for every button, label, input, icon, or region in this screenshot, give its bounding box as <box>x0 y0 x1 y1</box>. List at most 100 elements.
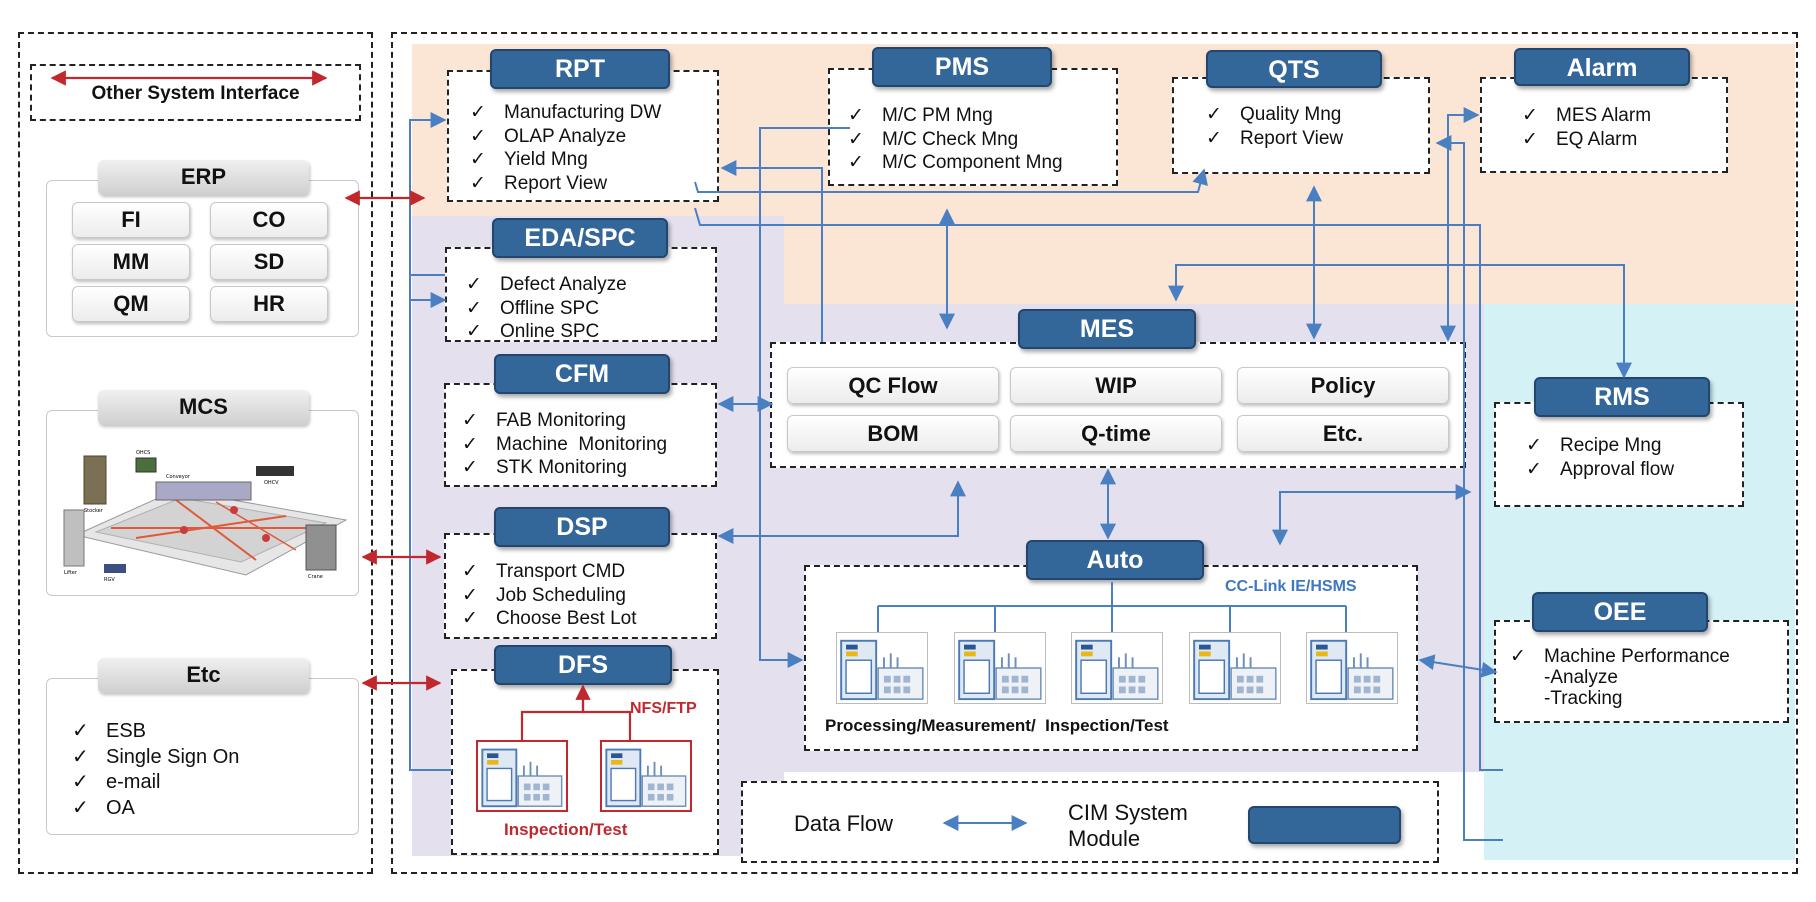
etc-panel <box>46 678 359 835</box>
mes-function: QC Flow <box>787 367 999 404</box>
check-icon: ✓ <box>462 456 478 478</box>
cfm-item: ✓FAB Monitoring <box>462 409 626 431</box>
cfm-box <box>444 383 717 487</box>
rgv-icon <box>104 564 126 573</box>
check-icon: ✓ <box>72 794 89 819</box>
alarm-title: Alarm <box>1514 48 1690 86</box>
auto-oee-flow <box>1418 654 1498 678</box>
pms-item: ✓M/C Check Mng <box>848 127 1019 150</box>
oee-subitem: -Analyze <box>1544 667 1618 688</box>
etc-item: ✓OA <box>72 794 135 819</box>
check-icon: ✓ <box>1522 104 1538 126</box>
mcs-label: OHCV <box>264 480 279 486</box>
check-icon: ✓ <box>1526 434 1542 456</box>
dsp-item: ✓Transport CMD <box>462 560 626 582</box>
rpt-item: ✓Yield Mng <box>470 148 588 170</box>
rms-list: ✓Recipe Mng ✓Approval flow <box>1526 434 1674 481</box>
dfs-machine-icon <box>600 740 692 812</box>
erp-title: ERP <box>98 160 309 195</box>
cfm-list: ✓FAB Monitoring ✓Machine Monitoring ✓STK… <box>462 409 667 480</box>
cfm-item: ✓STK Monitoring <box>462 456 627 478</box>
check-icon: ✓ <box>466 273 482 295</box>
qts-item: ✓Quality Mng <box>1206 103 1342 125</box>
etc-title: Etc <box>98 658 309 693</box>
check-icon: ✓ <box>848 104 864 126</box>
alarm-item: ✓EQ Alarm <box>1522 127 1638 150</box>
dfs-internal-bus <box>520 688 632 740</box>
rms-item: ✓Approval flow <box>1526 457 1675 480</box>
mcs-label: Crane <box>308 574 323 580</box>
conveyor-icon <box>155 481 252 501</box>
equipment-icon <box>1071 632 1163 704</box>
pms-item: ✓M/C Component Mng <box>848 151 1063 173</box>
oee-item: ✓Machine Performance <box>1510 645 1730 668</box>
check-icon: ✓ <box>848 151 864 173</box>
auto-rms-flow <box>1272 484 1472 546</box>
ohcs-icon <box>135 457 157 473</box>
legend-cim-module-label: CIM System Module <box>1068 800 1188 852</box>
mes-function: BOM <box>787 415 999 452</box>
auto-bus <box>877 582 1347 632</box>
dsp-item: ✓Job Scheduling <box>462 583 626 606</box>
check-icon: ✓ <box>470 171 486 194</box>
alarm-item: ✓MES Alarm <box>1522 104 1652 126</box>
eda-spc-item: ✓Defect Analyze <box>466 273 627 295</box>
oee-list: ✓Machine Performance -Analyze -Tracking <box>1510 645 1730 710</box>
mes-alarm-flow <box>1440 107 1480 342</box>
dfs-protocol: NFS/FTP <box>630 700 697 717</box>
crane-icon <box>305 524 337 571</box>
check-icon: ✓ <box>462 560 478 582</box>
pms-title: PMS <box>872 47 1052 87</box>
rms-item: ✓Recipe Mng <box>1526 434 1662 456</box>
erp-module: FI <box>72 202 190 238</box>
oee-subitem: -Tracking <box>1544 688 1623 709</box>
cfm-item: ✓Machine Monitoring <box>462 432 668 455</box>
auto-title: Auto <box>1026 540 1204 580</box>
mcs-title: MCS <box>98 390 309 425</box>
pms-auto-flow <box>759 127 850 668</box>
dsp-list: ✓Transport CMD ✓Job Scheduling ✓Choose B… <box>462 560 636 631</box>
legend-data-flow-label: Data Flow <box>794 811 894 836</box>
check-icon: ✓ <box>462 583 478 606</box>
dsp-mes-flow <box>717 480 966 544</box>
eda-spc-item: ✓Offline SPC <box>466 296 599 319</box>
mes-function: Q-time <box>1010 415 1222 452</box>
legend-cim-module-line2: Module <box>1068 826 1141 851</box>
equipment-icon <box>954 632 1046 704</box>
mes-function: Etc. <box>1237 415 1449 452</box>
interface-legend-label: Other System Interface <box>91 83 300 104</box>
auto-caption: Processing/Measurement/ Inspection/Test <box>825 716 1169 735</box>
pms-list: ✓M/C PM Mng ✓M/C Check Mng ✓M/C Componen… <box>848 104 1063 175</box>
etc-item: ✓e-mail <box>72 769 161 793</box>
qts-title: QTS <box>1206 50 1382 88</box>
qts-item: ✓Report View <box>1206 126 1344 149</box>
check-icon: ✓ <box>470 148 486 170</box>
check-icon: ✓ <box>462 607 478 629</box>
mes-rms-flow <box>1168 264 1632 379</box>
erp-module: MM <box>72 244 190 280</box>
dsp-title: DSP <box>494 507 670 547</box>
check-icon: ✓ <box>466 296 482 319</box>
pms-item: ✓M/C PM Mng <box>848 104 993 126</box>
mcs-illustration: Stocker OHCS Conveyor OHCV Lifter RGV Cr… <box>63 450 348 583</box>
erp-module: CO <box>210 202 328 238</box>
legend-cim-module-line1: CIM System <box>1068 800 1188 825</box>
dfs-caption: Inspection/Test <box>504 820 628 839</box>
check-icon: ✓ <box>1510 645 1526 667</box>
pms-box <box>828 68 1118 186</box>
check-icon: ✓ <box>72 769 89 793</box>
dsp-item: ✓Choose Best Lot <box>462 607 637 629</box>
check-icon: ✓ <box>466 320 482 342</box>
equipment-icon <box>1189 632 1281 704</box>
equipment-icon <box>836 632 928 704</box>
etc-item: ✓ESB <box>72 718 147 742</box>
rms-title: RMS <box>1534 377 1710 417</box>
etc-item: ✓Single Sign On <box>72 743 240 768</box>
oee-title: OEE <box>1532 592 1708 632</box>
lifter-icon <box>63 509 85 567</box>
eda-spc-item: ✓Online SPC <box>466 320 600 342</box>
cfm-title: CFM <box>494 354 670 394</box>
rpt-item: ✓Manufacturing DW <box>470 101 662 123</box>
mcs-label: Lifter <box>64 570 78 576</box>
